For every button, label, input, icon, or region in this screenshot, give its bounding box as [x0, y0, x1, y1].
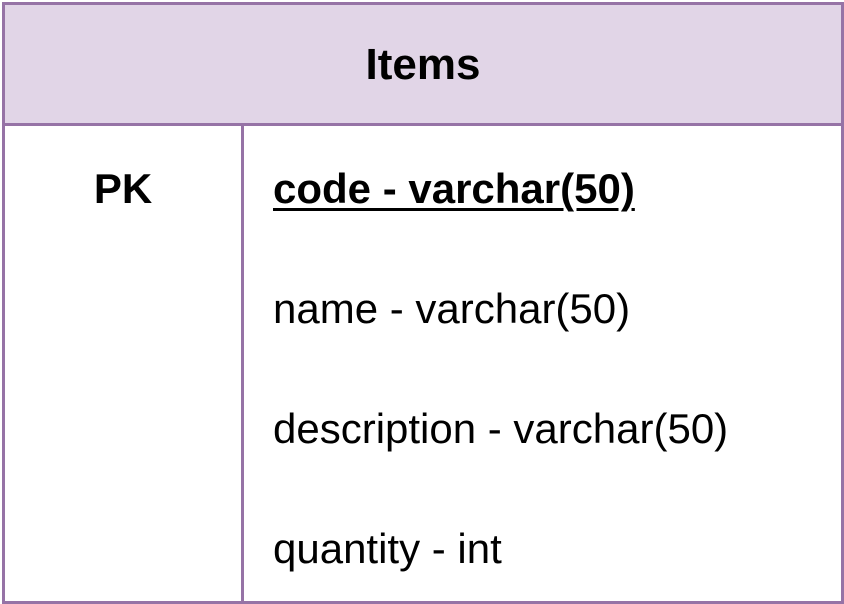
primary-key-label: PK: [93, 165, 153, 212]
entity-title: Items: [365, 40, 481, 89]
field-code: code - varchar(50): [273, 165, 635, 212]
key-column: PK: [5, 126, 244, 601]
fields-column: code - varchar(50) name - varchar(50) de…: [244, 126, 841, 601]
field-name: name - varchar(50): [273, 285, 631, 332]
field-quantity: quantity - int: [273, 525, 502, 572]
field-description: description - varchar(50): [273, 405, 729, 452]
entity-header: Items: [5, 5, 841, 126]
